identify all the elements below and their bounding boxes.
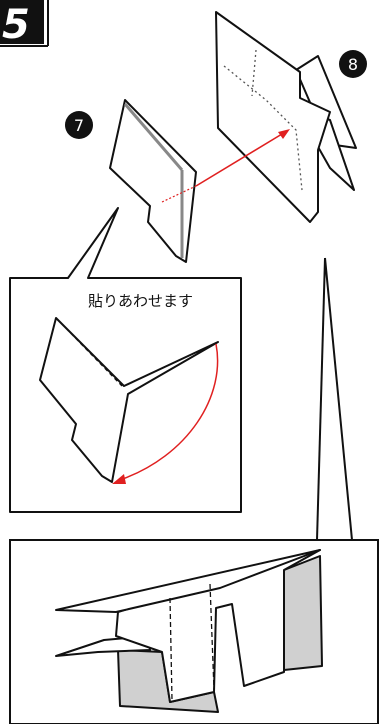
detail-piece-lower (55, 549, 321, 703)
substep-7-number: 7 (74, 116, 84, 135)
detail-piece-upper (39, 317, 219, 483)
detail-box-upper: 貼りあわせます (9, 207, 242, 513)
red-curved-arrow-icon (112, 343, 219, 484)
substep-7-badge: 7 (65, 111, 93, 139)
step-badge-background (0, 0, 44, 44)
red-arrow-icon (161, 129, 290, 203)
detail-caption: 貼りあわせます (88, 292, 193, 310)
piece-7 (109, 99, 197, 263)
substep-8-badge: 8 (339, 50, 367, 78)
callout-lines (316, 257, 353, 541)
substep-8-number: 8 (348, 55, 358, 74)
step-badge: 5 (0, 0, 49, 48)
piece-8 (215, 11, 357, 223)
step-number: 5 (2, 2, 30, 48)
detail-box-lower (9, 539, 379, 724)
